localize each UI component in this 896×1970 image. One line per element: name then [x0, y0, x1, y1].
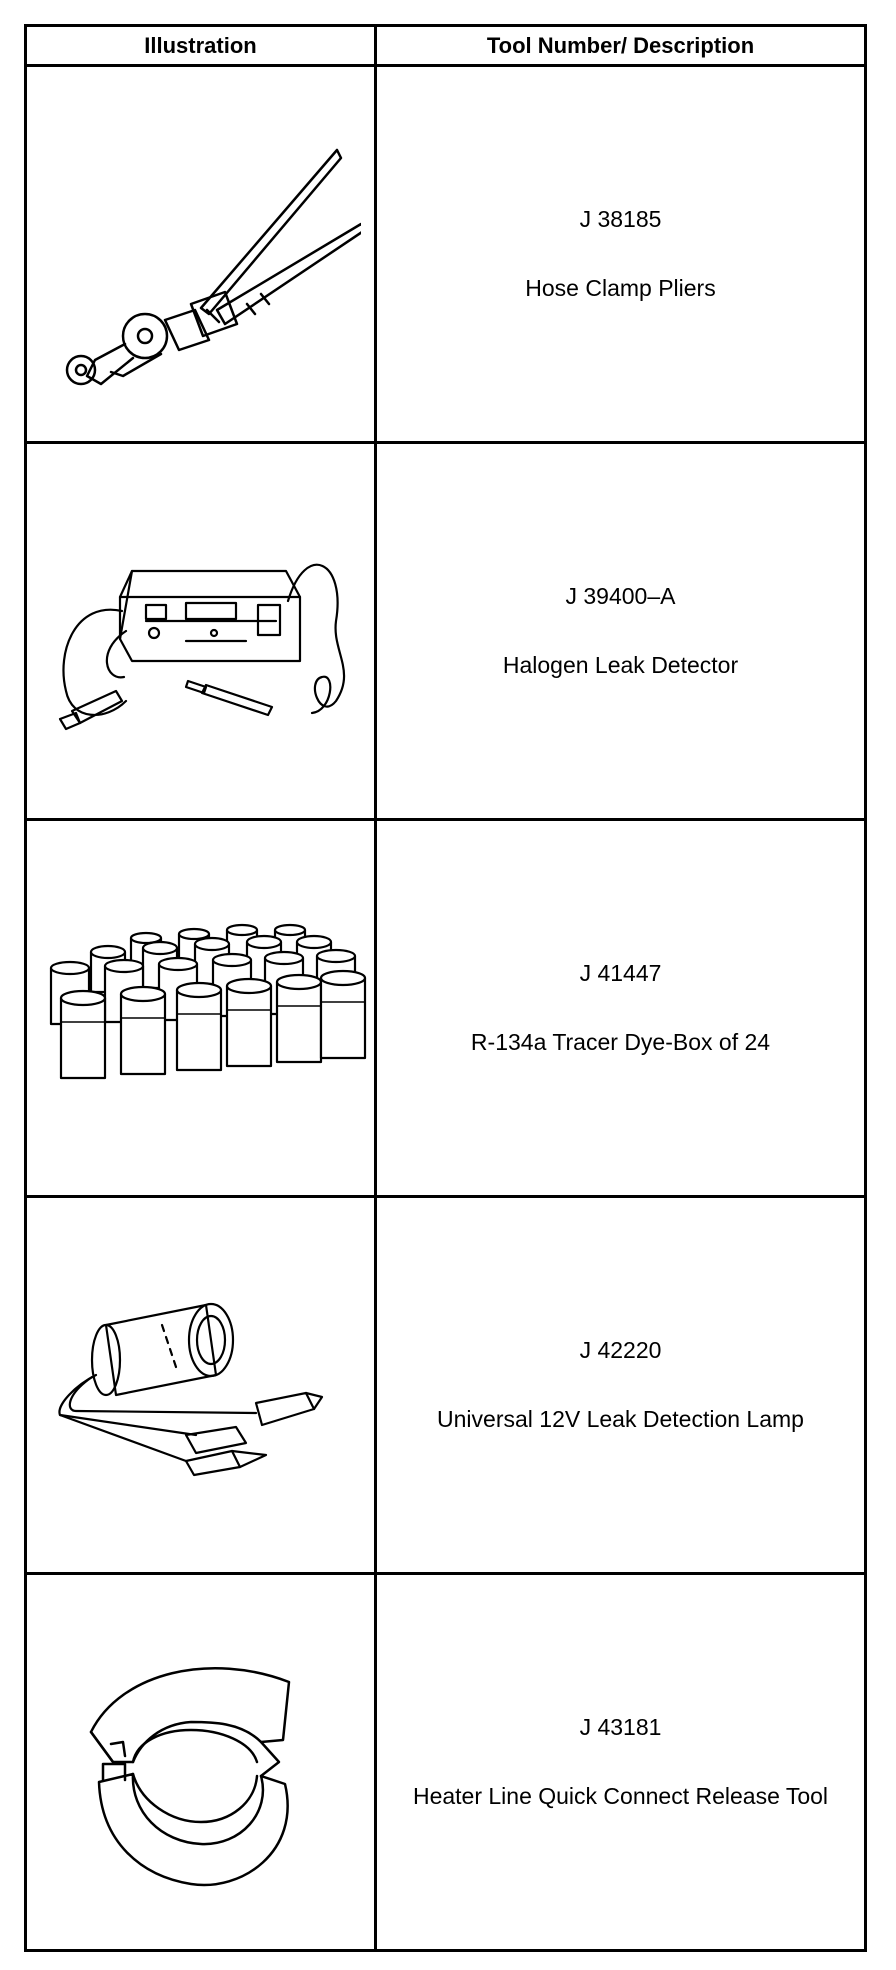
illustration-cell	[24, 1572, 377, 1952]
quick-connect-release-tool-icon	[89, 1666, 290, 1887]
tool-number: J 43181	[579, 1714, 662, 1740]
tool-description: Heater Line Quick Connect Release Tool	[412, 1783, 829, 1809]
leak-detection-lamp-icon	[57, 1302, 323, 1477]
illustration-cell	[24, 64, 377, 444]
header-illustration: Illustration	[24, 24, 377, 67]
tracer-dye-bottles-icon	[49, 923, 366, 1080]
header-tool-number-description: Tool Number/ Description	[374, 24, 867, 67]
tool-description: R-134a Tracer Dye-Box of 24	[470, 1029, 771, 1055]
tool-description: Halogen Leak Detector	[502, 652, 739, 678]
tool-number: J 39400–A	[565, 583, 676, 609]
table-row: J 39400–A Halogen Leak Detector	[24, 441, 867, 821]
tool-description: Universal 12V Leak Detection Lamp	[437, 1406, 804, 1432]
description-cell: J 42220 Universal 12V Leak Detection Lam…	[374, 1195, 867, 1575]
illustration-cell	[24, 818, 377, 1198]
illustration-cell	[24, 441, 377, 821]
tool-number: J 41447	[579, 960, 662, 986]
description-cell: J 39400–A Halogen Leak Detector	[374, 441, 867, 821]
table-row: J 38185 Hose Clamp Pliers	[24, 64, 867, 444]
description-cell: J 43181 Heater Line Quick Connect Releas…	[374, 1572, 867, 1952]
description-cell: J 41447 R-134a Tracer Dye-Box of 24	[374, 818, 867, 1198]
halogen-leak-detector-icon	[58, 563, 345, 731]
table-row: J 43181 Heater Line Quick Connect Releas…	[24, 1572, 867, 1952]
special-tools-table: Illustration Tool Number/ Description	[24, 24, 867, 1952]
hose-clamp-pliers-icon	[65, 148, 361, 386]
illustration-cell	[24, 1195, 377, 1575]
table-row: J 41447 R-134a Tracer Dye-Box of 24	[24, 818, 867, 1198]
tool-number: J 38185	[579, 206, 662, 232]
tool-number: J 42220	[579, 1337, 662, 1363]
description-cell: J 38185 Hose Clamp Pliers	[374, 64, 867, 444]
table-row: J 42220 Universal 12V Leak Detection Lam…	[24, 1195, 867, 1575]
table-header-row: Illustration Tool Number/ Description	[24, 24, 867, 67]
tool-description: Hose Clamp Pliers	[525, 275, 716, 301]
